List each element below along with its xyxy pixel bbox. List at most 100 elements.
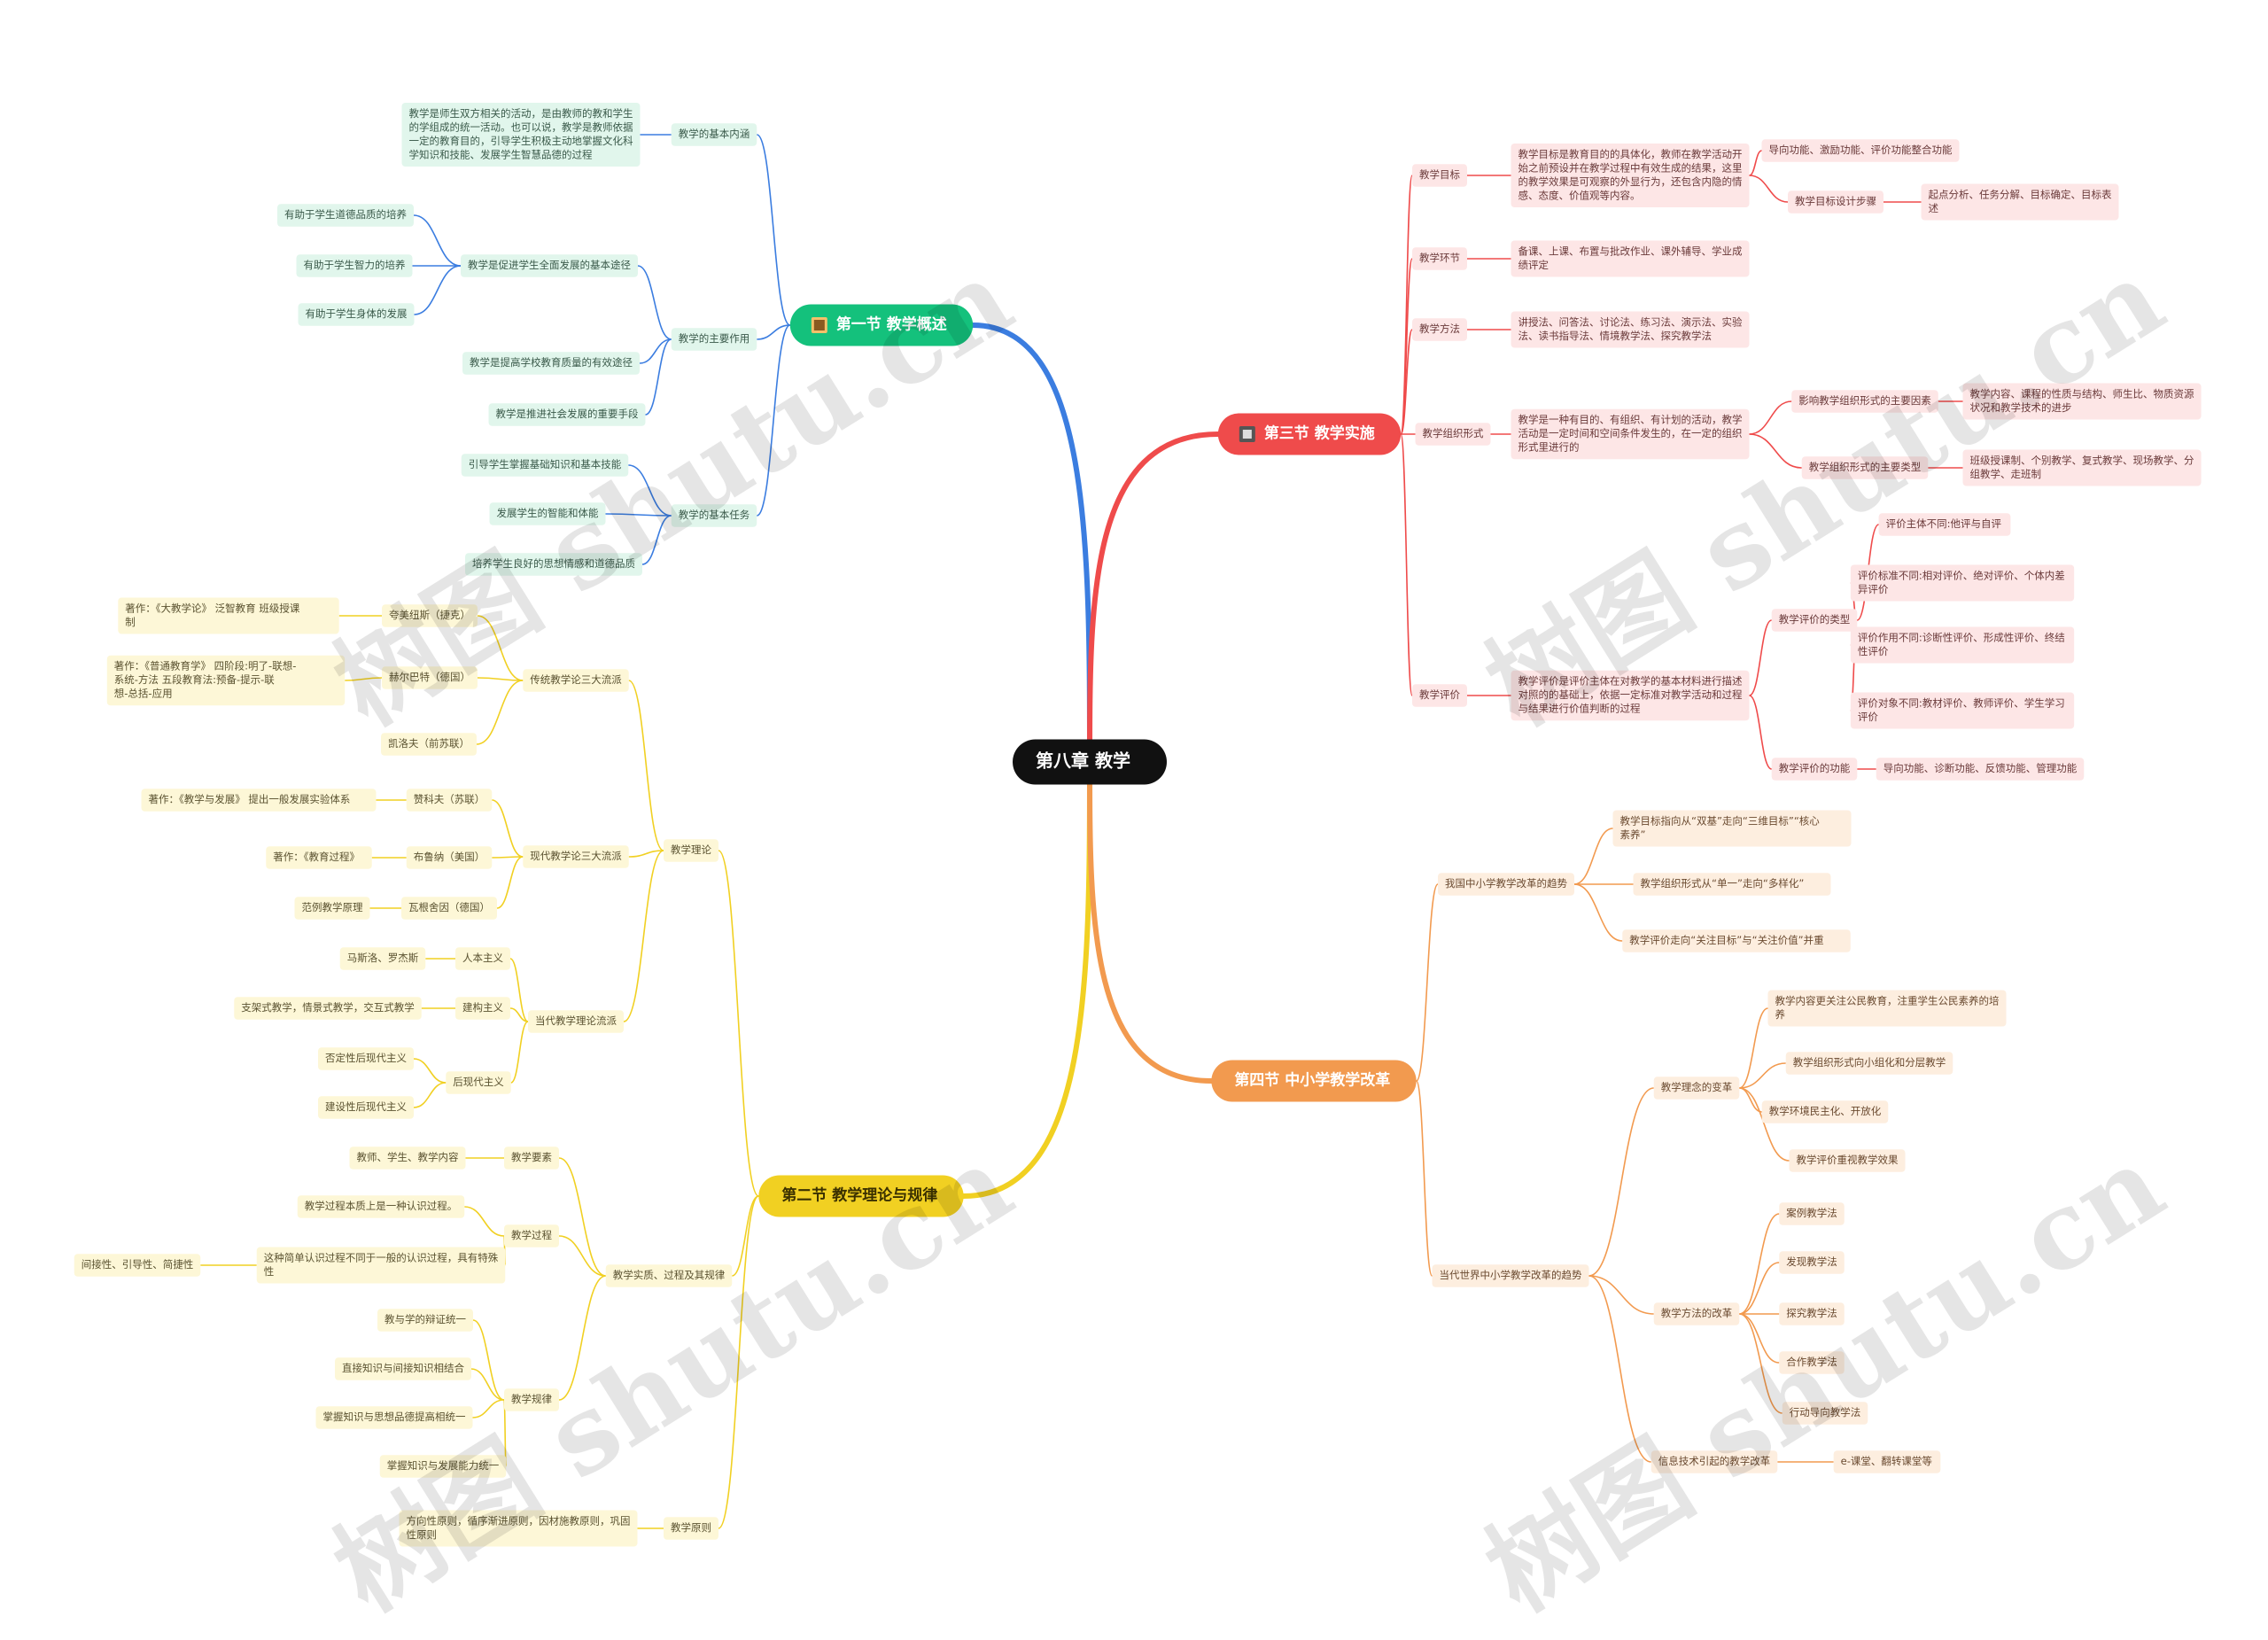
topic-node[interactable]: 评价作用不同:诊断性评价、形成性评价、终结性评价	[1850, 626, 2075, 664]
topic-node[interactable]: 导向功能、激励功能、评价功能整合功能	[1761, 139, 1960, 162]
topic-node[interactable]: 教学的基本任务	[671, 504, 757, 527]
topic-node[interactable]: 教学评价是评价主体在对教学的基本材料进行描述对照的的基础上，依据一定标准对教学活…	[1511, 670, 1750, 721]
topic-node[interactable]: 案例教学法	[1779, 1202, 1845, 1225]
topic-node[interactable]: 教学评价重视教学效果	[1789, 1149, 1906, 1172]
topic-node[interactable]: 瓦根舍因（德国）	[401, 897, 497, 920]
topic-node[interactable]: 教学实质、过程及其规律	[605, 1264, 733, 1287]
topic-node[interactable]: e-课堂、翻转课堂等	[1833, 1450, 1941, 1473]
topic-node[interactable]: 教学环节	[1412, 247, 1467, 270]
topic-node[interactable]: 教学方法	[1412, 318, 1467, 341]
section-node[interactable]: 第四节 中小学教学改革	[1211, 1060, 1417, 1102]
topic-node[interactable]: 人本主义	[455, 947, 510, 970]
topic-node[interactable]: 凯洛夫（前苏联）	[381, 733, 477, 756]
topic-node[interactable]: 掌握知识与思想品德提高相统一	[315, 1406, 473, 1429]
topic-node[interactable]: 当代世界中小学教学改革的趋势	[1432, 1264, 1589, 1287]
topic-node[interactable]: 著作：《普通教育学》 四阶段:明了-联想-系统-方法 五段教育法:预备-提示-联…	[106, 655, 346, 706]
topic-node[interactable]: 赞科夫（苏联）	[406, 789, 493, 812]
connector	[1749, 150, 1762, 176]
topic-node[interactable]: 教学的主要作用	[671, 328, 757, 351]
topic-node[interactable]: 后现代主义	[446, 1071, 511, 1094]
topic-node[interactable]: 教师、学生、教学内容	[349, 1146, 466, 1170]
topic-node[interactable]: 夸美纽斯（捷克）	[382, 604, 478, 627]
topic-node[interactable]: 教学是提高学校教育质量的有效途径	[462, 352, 640, 375]
topic-node[interactable]: 行动导向教学法	[1782, 1402, 1868, 1425]
root-node[interactable]: 第八章 教学	[1013, 739, 1167, 785]
topic-node[interactable]: 教学组织形式向小组化和分层教学	[1785, 1052, 1953, 1075]
topic-node[interactable]: 教学评价的功能	[1771, 758, 1858, 781]
topic-node[interactable]: 教学过程	[504, 1224, 559, 1247]
topic-node[interactable]: 间接性、引导性、简捷性	[74, 1254, 201, 1277]
topic-node[interactable]: 方向性原则，循序渐进原则，因材施教原则，巩固性原则	[399, 1510, 638, 1547]
topic-node[interactable]: 教学原则	[664, 1517, 718, 1540]
topic-node[interactable]: 著作：《教育过程》	[266, 846, 372, 869]
topic-node[interactable]: 教学是一种有目的、有组织、有计划的活动，教学活动是一定时间和空间条件发生的，在一…	[1511, 408, 1750, 460]
topic-node[interactable]: 布鲁纳（美国）	[406, 846, 493, 869]
topic-node[interactable]: 探究教学法	[1779, 1302, 1845, 1325]
topic-node[interactable]: 马斯洛、罗杰斯	[339, 947, 426, 970]
topic-node[interactable]: 教学内容更关注公民教育，注重学生公民素养的培养	[1767, 990, 2007, 1027]
topic-node[interactable]: 赫尔巴特（德国）	[382, 666, 478, 689]
section-node[interactable]: 第二节 教学理论与规律	[758, 1175, 964, 1217]
topic-node[interactable]: 教学评价的类型	[1771, 609, 1858, 632]
topic-node[interactable]: 著作：《大教学论》 泛智教育 班级授课制	[118, 597, 339, 634]
topic-node[interactable]: 导向功能、诊断功能、反馈功能、管理功能	[1876, 758, 2085, 781]
topic-node[interactable]: 当代教学理论流派	[528, 1010, 624, 1033]
topic-node[interactable]: 教与学的辩证统一	[377, 1309, 473, 1332]
topic-node[interactable]: 范例教学原理	[294, 897, 370, 920]
topic-node[interactable]: 有助于学生智力的培养	[296, 254, 413, 277]
topic-node[interactable]: 有助于学生道德品质的培养	[277, 204, 414, 227]
topic-node[interactable]: 教学组织形式	[1415, 423, 1491, 446]
topic-node[interactable]: 教学过程本质上是一种认识过程。	[297, 1195, 465, 1218]
topic-node[interactable]: 支架式教学，情景式教学，交互式教学	[234, 997, 422, 1020]
topic-node[interactable]: 评价对象不同:教材评价、教师评价、学生学习评价	[1850, 692, 2075, 729]
topic-node[interactable]: 发现教学法	[1779, 1251, 1845, 1274]
topic-node[interactable]: 现代教学论三大流派	[523, 845, 629, 868]
topic-node[interactable]: 信息技术引起的教学改革	[1651, 1450, 1778, 1473]
topic-node[interactable]: 有助于学生身体的发展	[298, 303, 415, 326]
topic-node[interactable]: 教学是推进社会发展的重要手段	[488, 403, 646, 426]
topic-node[interactable]: 否定性后现代主义	[318, 1047, 414, 1070]
node-label: 教学要素	[511, 1151, 552, 1163]
topic-node[interactable]: 直接知识与间接知识相结合	[335, 1357, 471, 1380]
topic-node[interactable]: 教学理念的变革	[1653, 1076, 1740, 1100]
topic-node[interactable]: 教学理论	[664, 839, 718, 862]
topic-node[interactable]: 教学环境民主化、开放化	[1761, 1100, 1889, 1123]
topic-node[interactable]: 教学规律	[504, 1388, 559, 1411]
topic-node[interactable]: 传统教学论三大流派	[523, 669, 629, 692]
topic-node[interactable]: 教学组织形式的主要类型	[1801, 456, 1929, 479]
topic-node[interactable]: 教学评价走向“关注目标”与“关注价值”并重	[1622, 929, 1851, 952]
topic-node[interactable]: 教学目标是教育目的的具体化，教师在教学活动开始之前预设并在教学过程中有效生成的结…	[1511, 143, 1750, 208]
topic-node[interactable]: 这种简单认识过程不同于一般的认识过程，具有特殊性	[256, 1247, 506, 1284]
topic-node[interactable]: 起点分析、任务分解、目标确定、目标表述	[1921, 183, 2119, 221]
topic-node[interactable]: 教学目标设计步骤	[1788, 190, 1884, 214]
topic-node[interactable]: 引导学生掌握基础知识和基本技能	[461, 454, 629, 477]
topic-node[interactable]: 教学组织形式从“单一”走向“多样化”	[1633, 873, 1831, 896]
topic-node[interactable]: 教学内容、课程的性质与结构、师生比、物质资源状况和教学技术的进步	[1962, 383, 2202, 420]
node-label-line: 教学是一种有目的、有组织、有计划的活动，教学	[1518, 414, 1743, 426]
topic-node[interactable]: 讲授法、问答法、讨论法、练习法、演示法、实验法、读书指导法、情境教学法、探究教学…	[1511, 311, 1750, 348]
topic-node[interactable]: 教学方法的改革	[1653, 1302, 1740, 1325]
topic-node[interactable]: 掌握知识与发展能力统一	[379, 1455, 507, 1478]
topic-node[interactable]: 著作：《教学与发展》 提出一般发展实验体系	[141, 789, 377, 812]
section-node[interactable]: 第一节 教学概述	[789, 304, 974, 346]
topic-node[interactable]: 班级授课制、个别教学、复式教学、现场教学、分组教学、走班制	[1962, 449, 2202, 486]
topic-node[interactable]: 评价主体不同:他评与自评	[1878, 513, 2011, 536]
topic-node[interactable]: 教学是师生双方相关的活动，是由教师的教和学生的学组成的统一活动。也可以说，教学是…	[401, 102, 641, 167]
topic-node[interactable]: 影响教学组织形式的主要因素	[1791, 390, 1938, 413]
topic-node[interactable]: 教学要素	[504, 1146, 559, 1170]
topic-node[interactable]: 评价标准不同:相对评价、绝对评价、个体内差异评价	[1850, 564, 2075, 602]
topic-node[interactable]: 建构主义	[455, 997, 510, 1020]
topic-node[interactable]: 建设性后现代主义	[318, 1096, 414, 1119]
topic-node[interactable]: 备课、上课、布置与批改作业、课外辅导、学业成绩评定	[1511, 240, 1750, 277]
topic-node[interactable]: 培养学生良好的思想情感和道德品质	[465, 553, 642, 576]
section-node[interactable]: 第三节 教学实施	[1217, 413, 1402, 455]
topic-node[interactable]: 教学是促进学生全面发展的基本途径	[461, 254, 638, 277]
topic-node[interactable]: 我国中小学教学改革的趋势	[1438, 873, 1574, 896]
node-box	[1653, 1302, 1740, 1325]
topic-node[interactable]: 教学评价	[1412, 684, 1467, 707]
topic-node[interactable]: 教学的基本内涵	[671, 123, 757, 146]
topic-node[interactable]: 教学目标	[1412, 164, 1467, 187]
topic-node[interactable]: 教学目标指向从“双基”走向“三维目标”“核心素养”	[1612, 810, 1852, 847]
topic-node[interactable]: 合作教学法	[1779, 1351, 1845, 1374]
topic-node[interactable]: 发展学生的智能和体能	[489, 502, 606, 525]
